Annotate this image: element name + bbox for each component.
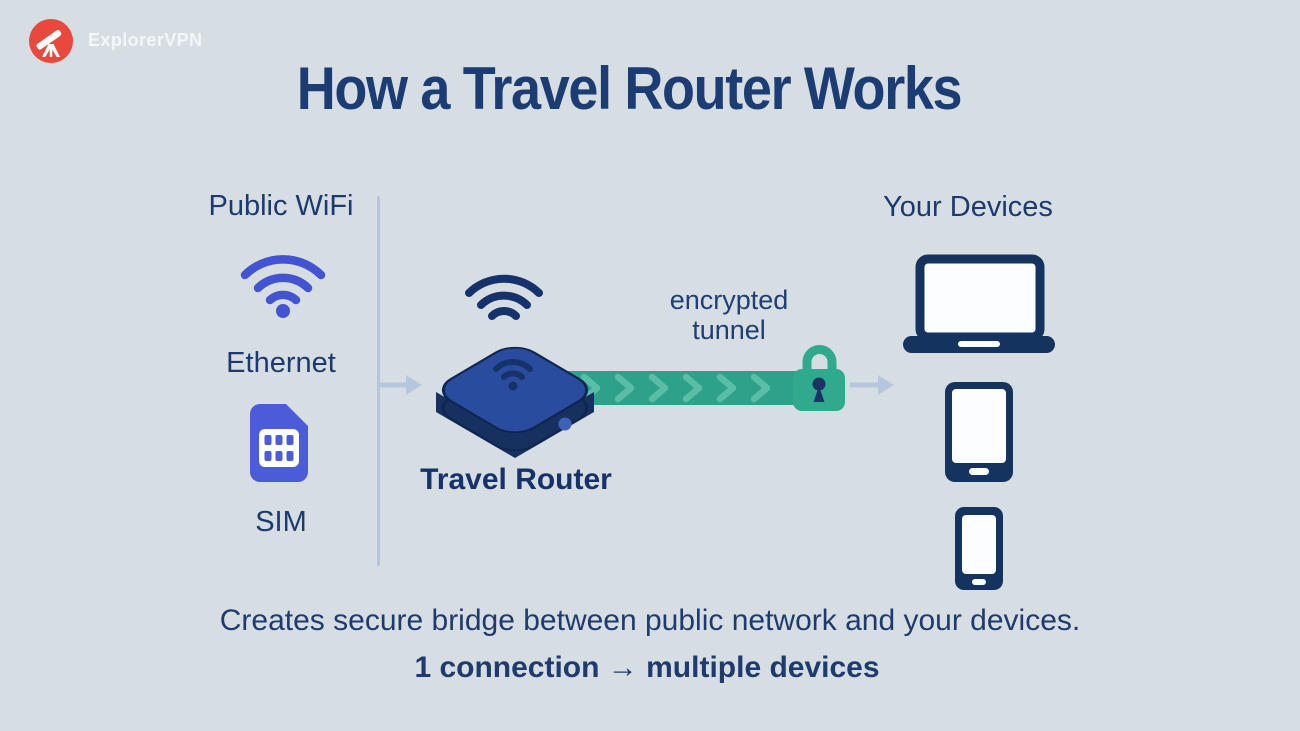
- footer-description: Creates secure bridge between public net…: [219, 604, 1081, 637]
- padlock-icon: [788, 336, 850, 416]
- sim-label: SIM: [255, 506, 307, 538]
- arrow-right-icon: [377, 372, 423, 398]
- brand-name: ExplorerVPN: [88, 30, 203, 50]
- tunnel-label-line2: tunnel: [692, 315, 766, 345]
- tablet-icon: [943, 380, 1015, 484]
- travel-router-label: Travel Router: [420, 463, 612, 496]
- laptop-icon: [900, 250, 1058, 356]
- arrow-right-icon: [849, 372, 895, 398]
- sim-card-icon: [250, 404, 308, 482]
- smartphone-icon: [953, 505, 1005, 593]
- divider-line: [377, 196, 380, 566]
- encrypted-tunnel-label: encrypted tunnel: [648, 285, 810, 345]
- wifi-signal-icon: [458, 268, 550, 330]
- footer-summary: 1 connection → multiple devices: [414, 651, 880, 684]
- tunnel-label-line1: encrypted: [669, 285, 789, 315]
- your-devices-heading: Your Devices: [883, 191, 1053, 223]
- ethernet-label: Ethernet: [226, 347, 336, 379]
- public-wifi-label: Public WiFi: [208, 190, 354, 222]
- travel-router-icon: [420, 326, 620, 466]
- page-title: How a Travel Router Works: [296, 55, 963, 122]
- telescope-icon: [27, 17, 75, 65]
- wifi-icon: [233, 245, 333, 319]
